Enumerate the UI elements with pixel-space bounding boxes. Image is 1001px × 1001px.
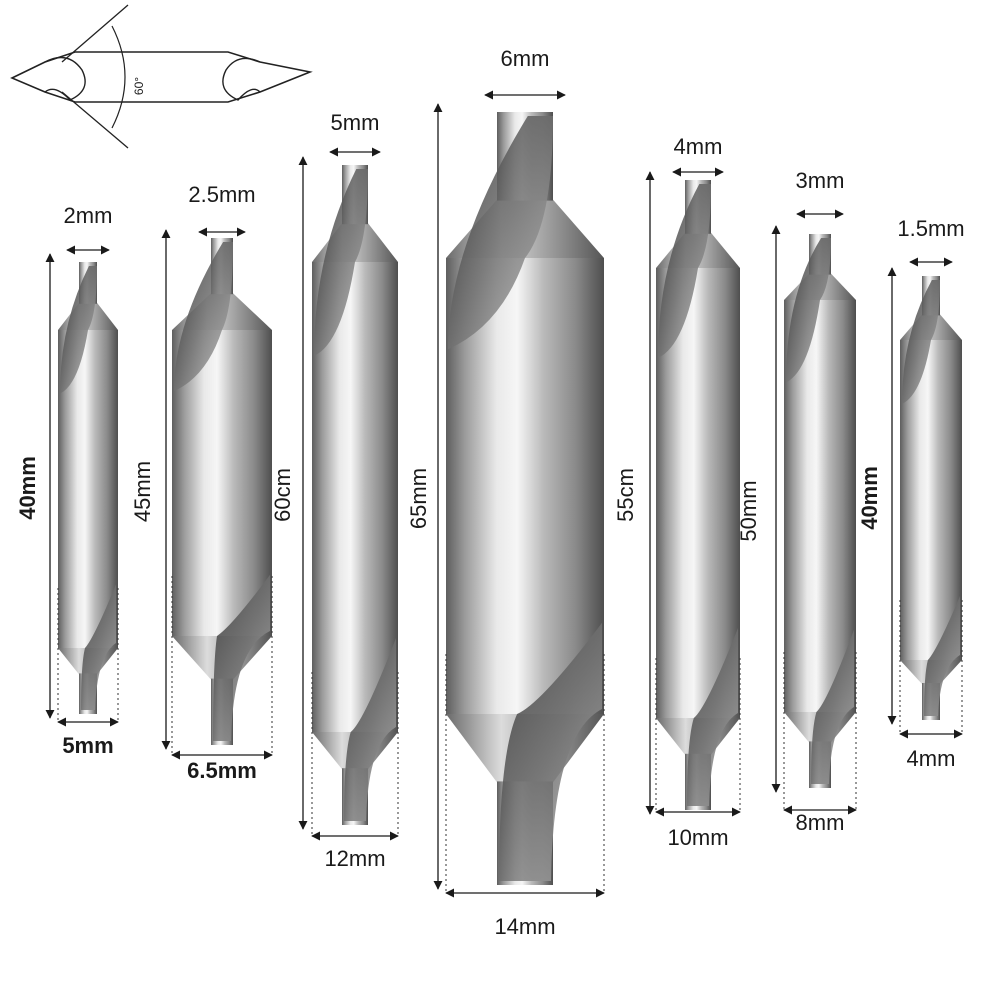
tip-width-label: 3mm — [796, 168, 845, 193]
drill-bit-1: 2mm 40mm 5mm — [15, 203, 119, 758]
angle-line-lower — [61, 91, 129, 149]
drill-bit-5: 4mm 55cm 10mm — [613, 134, 741, 850]
bit-top-flute — [314, 169, 368, 356]
body-width-label: 5mm — [62, 733, 113, 758]
angle-label: 60° — [132, 77, 146, 95]
length-label: 50mm — [736, 480, 761, 541]
bit-bottom-flute — [687, 628, 738, 806]
bit-bottom-flute — [811, 629, 854, 784]
length-label: 40mm — [15, 456, 40, 520]
tip-width-label: 6mm — [501, 46, 550, 71]
tip-width-label: 4mm — [674, 134, 723, 159]
bit-top-flute — [60, 266, 97, 394]
tip-width-label: 2.5mm — [188, 182, 255, 207]
drill-bits: 2mm 40mm 5mm 2.5mm 45mm 6.5mm 5mm 60cm 12mm 6mm 65… — [15, 46, 965, 939]
bit-top-flute — [658, 184, 711, 358]
bit-top-flute — [448, 116, 553, 350]
length-label: 40mm — [857, 466, 882, 530]
profile-flute-right — [222, 57, 261, 101]
profile-diagram: 60° — [10, 4, 313, 149]
body-width-label: 4mm — [907, 746, 956, 771]
bit-bottom-flute — [924, 596, 960, 716]
tip-width-label: 2mm — [64, 203, 113, 228]
bit-bottom-flute — [499, 622, 602, 881]
bit-bottom-flute — [81, 584, 116, 710]
drill-bit-4: 6mm 65mm 14mm — [406, 46, 605, 939]
drill-bit-7: 1.5mm 40mm 4mm — [857, 216, 965, 771]
bit-bottom-flute — [344, 638, 396, 821]
bit-bottom-flute — [213, 574, 270, 741]
body-width-label: 12mm — [324, 846, 385, 871]
drill-bit-3: 5mm 60cm 12mm — [270, 110, 399, 871]
length-label: 45mm — [130, 461, 155, 522]
body-width-label: 8mm — [796, 810, 845, 835]
body-width-label: 10mm — [667, 825, 728, 850]
length-label: 55cm — [613, 468, 638, 522]
profile-outline — [10, 51, 313, 103]
drill-bit-2: 2.5mm 45mm 6.5mm — [130, 182, 273, 783]
length-label: 65mm — [406, 468, 431, 529]
body-width-label: 14mm — [494, 914, 555, 939]
bit-top-flute — [902, 280, 940, 404]
length-label: 60cm — [270, 468, 295, 522]
drill-bit-6: 3mm 50mm 8mm — [736, 168, 857, 835]
angle-arc — [111, 25, 126, 129]
bit-top-flute — [174, 242, 233, 392]
angle-line-upper — [61, 4, 129, 63]
bit-top-flute — [786, 238, 831, 383]
body-width-label: 6.5mm — [187, 758, 257, 783]
tip-width-label: 5mm — [331, 110, 380, 135]
tip-width-label: 1.5mm — [897, 216, 964, 241]
